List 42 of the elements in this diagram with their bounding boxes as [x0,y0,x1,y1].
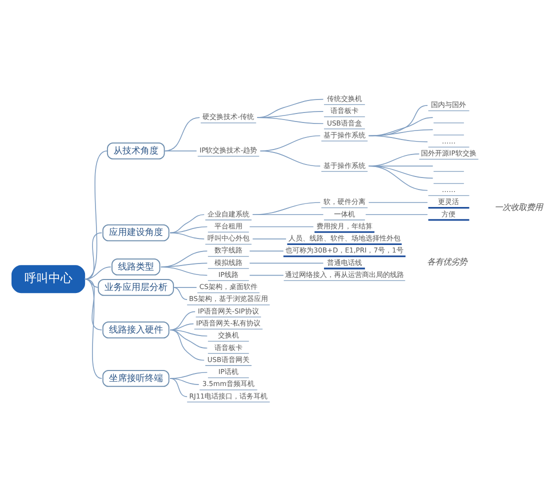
connector [368,165,428,190]
connector [170,232,205,239]
connector [260,150,321,166]
connector [173,286,188,300]
connector [249,226,314,227]
node-line [433,134,464,135]
connector [164,150,197,151]
connector [84,150,108,280]
connector [249,250,284,251]
node-line [433,122,464,123]
connector [368,165,434,166]
connector [170,214,205,233]
connector [249,262,324,264]
node-box: 坐席接听终端 [102,370,170,386]
connector [170,378,188,397]
node-box: 应用建设角度 [102,224,170,241]
connector [368,165,434,178]
node-line [433,170,464,172]
connector [252,214,324,215]
node-box: 从技术角度 [106,142,165,159]
node-box: 线路接入硬件 [102,320,170,338]
connector [160,266,208,276]
connector [365,214,428,215]
node-box: 线路类型 [112,258,160,275]
connector [84,278,102,378]
connector [164,116,200,151]
label: 一次收取费用 [494,201,542,212]
connector [252,238,286,239]
connector [173,286,197,288]
connector [256,116,324,124]
node-box: 业务应用层分析 [98,278,174,296]
connector [249,274,284,276]
connector [170,329,208,348]
connector [368,134,428,142]
node-line [433,182,464,184]
connector [170,378,200,384]
connector [170,310,196,330]
connector [84,266,112,280]
connector [170,329,205,360]
node-box: 呼叫中心 [12,264,86,293]
connector [84,278,102,330]
label: 各有优劣势 [427,256,468,266]
